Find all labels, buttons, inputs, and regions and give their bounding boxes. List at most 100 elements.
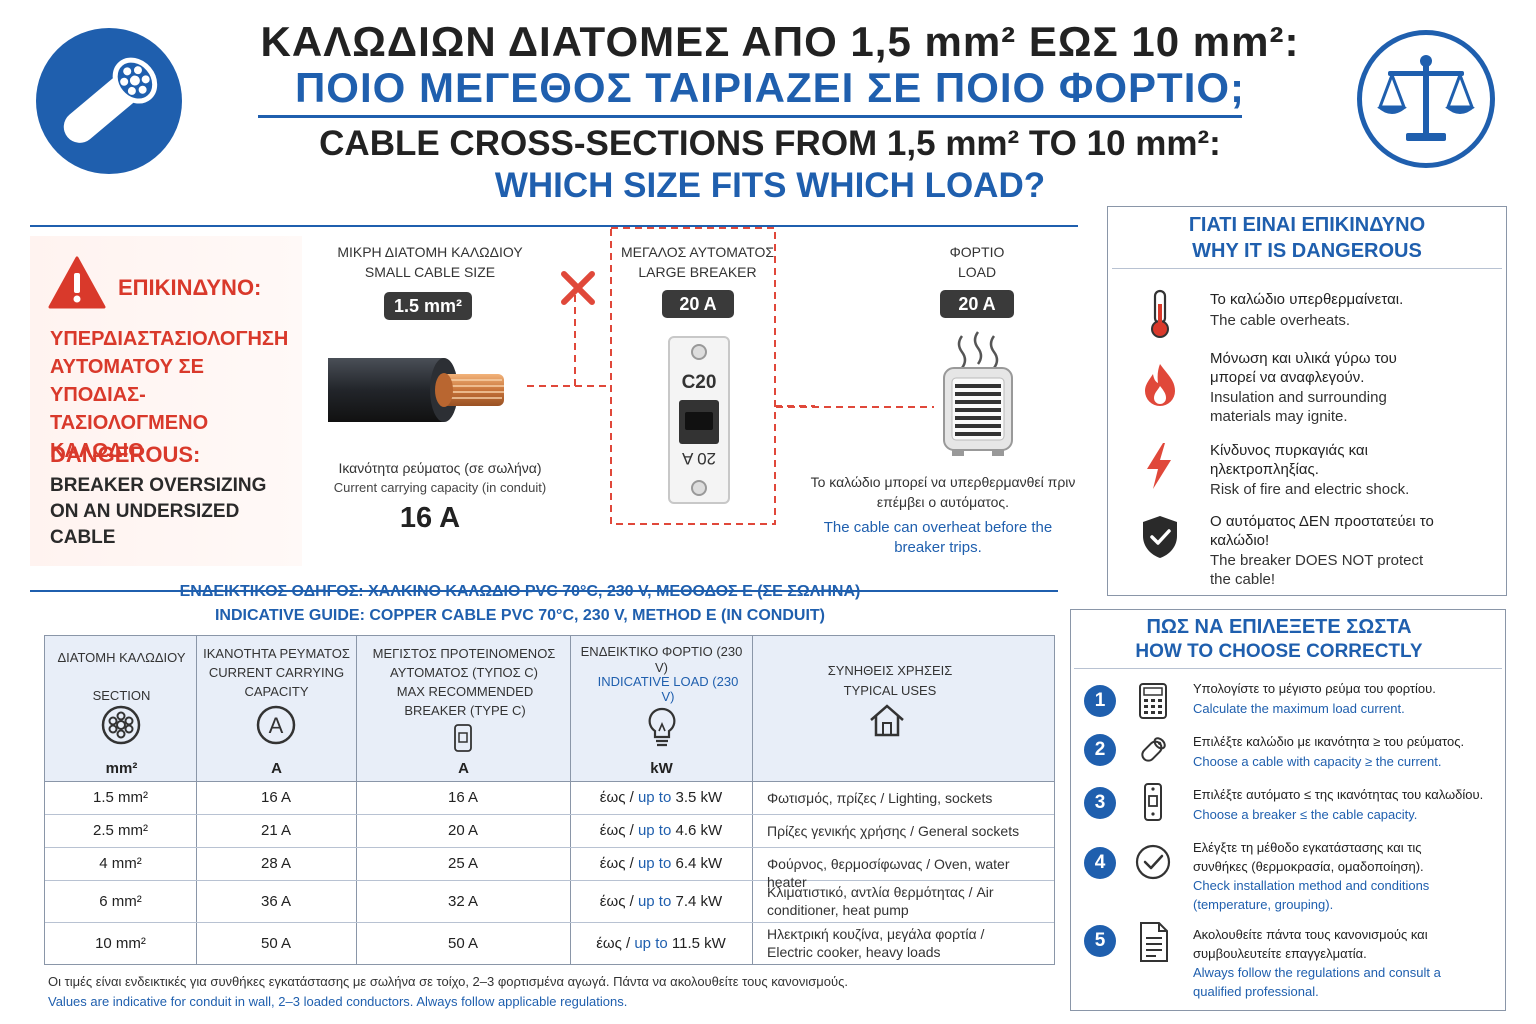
- warning-icon: [48, 256, 106, 315]
- cell-load: έως / up to 11.5 kW: [596, 935, 726, 952]
- cell-section: 4 mm²: [99, 855, 142, 872]
- capacity-label-greek: Ικανότητα ρεύματος (σε σωλήνα): [338, 460, 542, 476]
- shield-check-icon: [1140, 514, 1180, 565]
- cell-section: 2.5 mm²: [92, 822, 148, 839]
- why-item-english: The cable overheats.: [1210, 312, 1351, 329]
- step-number: 3: [1084, 787, 1116, 819]
- danger-label-greek: ΕΠΙΚΙΝΔΥΝΟ:: [118, 275, 262, 300]
- breaker-label-english: LARGE BREAKER: [638, 264, 757, 280]
- lightning-icon: [1143, 441, 1175, 496]
- breaker-rating-badge: 20 A: [662, 290, 734, 318]
- how-to-choose-panel: [1070, 609, 1506, 1011]
- table-row: 1.5 mm² 16 A 16 A έως / up to 3.5 kW Φωτ…: [45, 781, 1054, 814]
- header-capacity-greek: ΙΚΑΝΟΤΗΤΑ ΡΕΥΜΑΤΟΣ: [203, 646, 350, 661]
- table-row: 6 mm² 36 A 32 A έως / up to 7.4 kW Κλιμα…: [45, 880, 1054, 922]
- header-section-unit: mm²: [105, 760, 138, 777]
- why-item-greek: Κίνδυνος πυρκαγιάς και ηλεκτροπληξίας.: [1210, 442, 1368, 478]
- cable-icon: [1136, 730, 1172, 773]
- load-rating-badge: 20 A: [940, 290, 1014, 318]
- why-item-english: Insulation and surrounding materials may…: [1210, 389, 1387, 425]
- step-english: Always follow the regulations and consul…: [1193, 965, 1441, 999]
- cell-load: έως / up to 7.4 kW: [599, 893, 723, 910]
- why-title-english: WHY IT IS DANGEROUS: [1192, 240, 1422, 262]
- why-item-english: The breaker DOES NOT protect the cable!: [1210, 552, 1424, 588]
- cell-uses: Φούρνος, θερμοσίφωνας / Oven, water heat…: [767, 856, 1010, 890]
- how-title-greek: ΠΩΣ ΝΑ ΕΠΙΛΕΞΕΤΕ ΣΩΣΤΑ: [1146, 616, 1412, 638]
- cell-capacity: 16 A: [260, 789, 292, 806]
- title-greek-line1: ΚΑΛΩΔΙΩΝ ΔΙΑΤΟΜΕΣ ΑΠΟ 1,5 mm² ΕΩΣ 10 mm²…: [260, 18, 1300, 65]
- why-dangerous-panel: [1107, 206, 1507, 596]
- cell-section: 1.5 mm²: [92, 789, 148, 806]
- check-circle-icon: [1134, 843, 1172, 886]
- step-greek: Επιλέξτε καλώδιο με ικανότητα ≥ του ρεύμ…: [1193, 734, 1465, 749]
- breaker-screw-top: [691, 344, 707, 360]
- cable-logo: [36, 28, 182, 174]
- ampere-icon: A: [255, 704, 297, 751]
- thermometer-icon: [1145, 288, 1175, 345]
- why-item-greek: Μόνωση και υλικά γύρω του μπορεί να αναφ…: [1210, 350, 1397, 386]
- title-english-line1: CABLE CROSS-SECTIONS FROM 1,5 mm² TO 10 …: [319, 124, 1221, 163]
- cell-breaker: 50 A: [447, 935, 479, 952]
- header-uses-english: TYPICAL USES: [843, 683, 937, 698]
- guide-title-english: INDICATIVE GUIDE: COPPER CABLE PVC 70°C,…: [214, 607, 826, 624]
- how-divider: [1074, 668, 1502, 669]
- cell-capacity: 28 A: [260, 855, 292, 872]
- cell-load: έως / up to 6.4 kW: [599, 855, 723, 872]
- header-capacity-english: CURRENT CARRYING CAPACITY: [208, 665, 345, 699]
- scales-logo: [1357, 30, 1495, 168]
- cell-breaker: 25 A: [447, 855, 479, 872]
- table-row: 10 mm² 50 A 50 A έως / up to 11.5 kW Ηλε…: [45, 922, 1054, 964]
- danger-label-english: DANGEROUS:: [50, 442, 201, 467]
- step-greek: Υπολογίστε το μέγιστο ρεύμα του φορτίου.: [1193, 681, 1436, 696]
- step-english: Check installation method and conditions…: [1193, 878, 1430, 912]
- breaker-toggle: [679, 400, 719, 444]
- heater-icon: [938, 330, 1018, 465]
- step-number: 2: [1084, 734, 1116, 766]
- title-underline: [258, 115, 1242, 118]
- step-number: 5: [1084, 925, 1116, 957]
- load-label-greek: ΦΟΡΤΙΟ: [949, 244, 1005, 260]
- house-icon: [867, 702, 907, 743]
- light-bulb-icon: [645, 706, 679, 755]
- breaker-small-icon: [451, 722, 475, 759]
- header-section-english: SECTION: [92, 688, 151, 703]
- step-greek: Επιλέξτε αυτόματο ≤ της ικανότητας του κ…: [1193, 787, 1484, 802]
- why-item-english: Risk of fire and electric shock.: [1210, 481, 1410, 498]
- capacity-label-english: Current carrying capacity (in conduit): [333, 480, 547, 495]
- cell-load: έως / up to 3.5 kW: [599, 789, 723, 806]
- header-capacity-unit: A: [271, 760, 282, 777]
- header-uses-greek: ΣΥΝΗΘΕΙΣ ΧΡΗΣΕΙΣ: [827, 663, 953, 678]
- table-row: 4 mm² 28 A 25 A έως / up to 6.4 kW Φούρν…: [45, 847, 1054, 890]
- divider-top: [30, 225, 1078, 227]
- table-row: 2.5 mm² 21 A 20 A έως / up to 4.6 kW Πρί…: [45, 814, 1054, 847]
- header-breaker-greek: ΜΕΓΙΣΤΟΣ ΠΡΟΤΕΙΝΟΜΕΝΟΣ ΑΥΤΟΜΑΤΟΣ (ΤΥΠΟΣ …: [372, 646, 556, 680]
- footnote-greek: Οι τιμές είναι ενδεικτικές για συνθήκες …: [48, 974, 848, 989]
- why-title-greek: ΓΙΑΤΙ ΕΙΝΑΙ ΕΠΙΚΙΝΔΥΝΟ: [1188, 214, 1426, 236]
- cable-icon: [63, 57, 158, 143]
- header-section-greek: ΔΙΑΤΟΜΗ ΚΑΛΩΔΙΟΥ: [57, 650, 186, 665]
- cell-section: 10 mm²: [95, 935, 146, 952]
- cell-section: 6 mm²: [99, 893, 142, 910]
- breaker-rating-flipped: 20 A: [681, 449, 717, 468]
- danger-text-greek: ΥΠΕΡΔΙΑΣΤΑΣΙΟΛΟΓΗΣΗ ΑΥΤΟΜΑΤΟΥ ΣΕ ΥΠΟΔΙΑΣ…: [50, 328, 289, 462]
- cell-capacity: 50 A: [260, 935, 292, 952]
- cable-illustration: [326, 350, 516, 435]
- document-icon: [1138, 921, 1170, 968]
- cell-uses: Πρίζες γενικής χρήσης / General sockets: [767, 823, 1020, 839]
- breaker-code: C20: [681, 372, 717, 393]
- step-english: Choose a breaker ≤ the cable capacity.: [1193, 807, 1418, 822]
- step-english: Calculate the maximum load current.: [1193, 701, 1405, 716]
- svg-text:A: A: [269, 713, 284, 738]
- footnote-english: Values are indicative for conduit in wal…: [48, 994, 628, 1009]
- cell-load: έως / up to 4.6 kW: [599, 822, 723, 839]
- header-load-unit: kW: [650, 760, 673, 777]
- cable-guide-table: ΔΙΑΤΟΜΗ ΚΑΛΩΔΙΟΥ SECTION mm² ΙΚΑΝΟΤΗΤΑ Ρ…: [44, 635, 1055, 965]
- header-breaker-english: MAX RECOMMENDED BREAKER (TYPE C): [396, 684, 534, 718]
- capacity-value: 16 A: [399, 502, 461, 534]
- step-english: Choose a cable with capacity ≥ the curre…: [1193, 754, 1442, 769]
- overheat-warning-english: The cable can overheat before the breake…: [823, 519, 1053, 556]
- how-title-english: HOW TO CHOOSE CORRECTLY: [1135, 641, 1423, 662]
- breaker-screw-bottom: [691, 480, 707, 496]
- cable-label-greek: ΜΙΚΡΗ ΔΙΑΤΟΜΗ ΚΑΛΩΔΙΟΥ: [337, 244, 523, 260]
- step-greek: Ελέγξτε τη μέθοδο εγκατάστασης και τις σ…: [1193, 840, 1424, 874]
